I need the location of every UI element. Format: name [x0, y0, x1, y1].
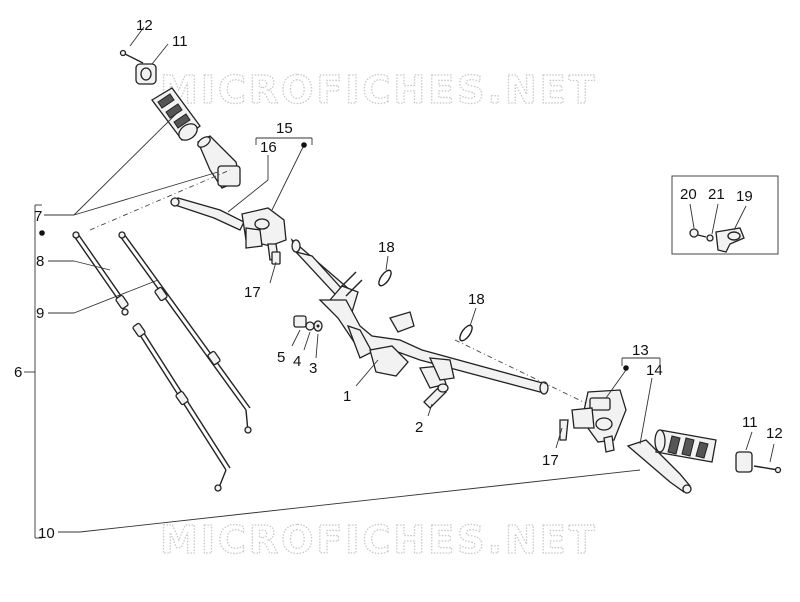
callout-21: 21 [708, 186, 725, 203]
callout-14: 14 [646, 362, 663, 379]
callout-8: 8 [36, 253, 44, 270]
callout-18-right: 18 [468, 291, 485, 308]
watermark-top: MICROFICHES.NET [160, 68, 598, 112]
callout-19: 19 [736, 188, 753, 205]
callout-4: 4 [293, 353, 301, 370]
ref-dot-left [39, 230, 45, 236]
callout-7: 7 [34, 208, 42, 225]
callout-16: 16 [260, 139, 277, 156]
ref-dot-13 [623, 365, 629, 371]
callout-5: 5 [277, 349, 285, 366]
inset-detail-box [671, 175, 779, 255]
callout-12-top: 12 [136, 17, 153, 34]
clip-part-18-left [378, 269, 392, 287]
left-brake-assembly [170, 197, 287, 265]
callout-15: 15 [276, 120, 293, 137]
callout-6: 6 [14, 364, 22, 381]
spacers-parts-3-4-5 [293, 315, 323, 332]
callout-20: 20 [680, 186, 697, 203]
callout-3: 3 [309, 360, 317, 377]
callout-9: 9 [36, 305, 44, 322]
callout-11-top: 11 [172, 33, 188, 50]
callout-2: 2 [415, 419, 423, 436]
right-grip-assembly [654, 429, 782, 474]
callout-labels: 12 11 15 16 7 8 9 6 10 17 18 18 5 4 3 1 … [14, 17, 783, 542]
assembly-axis-left [89, 169, 231, 231]
callout-1: 1 [343, 388, 351, 405]
throttle-cables [72, 231, 252, 492]
bolt-part-2 [423, 383, 449, 409]
callout-11-right: 11 [742, 414, 758, 431]
watermark-bottom: MICROFICHES.NET [160, 518, 598, 562]
right-brake-assembly [559, 389, 692, 494]
callout-12-right: 12 [766, 425, 783, 442]
callout-13: 13 [632, 342, 649, 359]
assembly-axis-right [454, 339, 601, 411]
callout-17-right: 17 [542, 452, 559, 469]
callout-18-left: 18 [378, 239, 395, 256]
clip-part-18-right [459, 324, 473, 342]
group-bracket-6 [24, 204, 42, 539]
handlebar-part [290, 237, 549, 395]
leader-lines [44, 26, 775, 533]
callout-17-left: 17 [244, 284, 261, 301]
callout-10: 10 [38, 525, 55, 542]
ref-dot-15 [301, 142, 307, 148]
